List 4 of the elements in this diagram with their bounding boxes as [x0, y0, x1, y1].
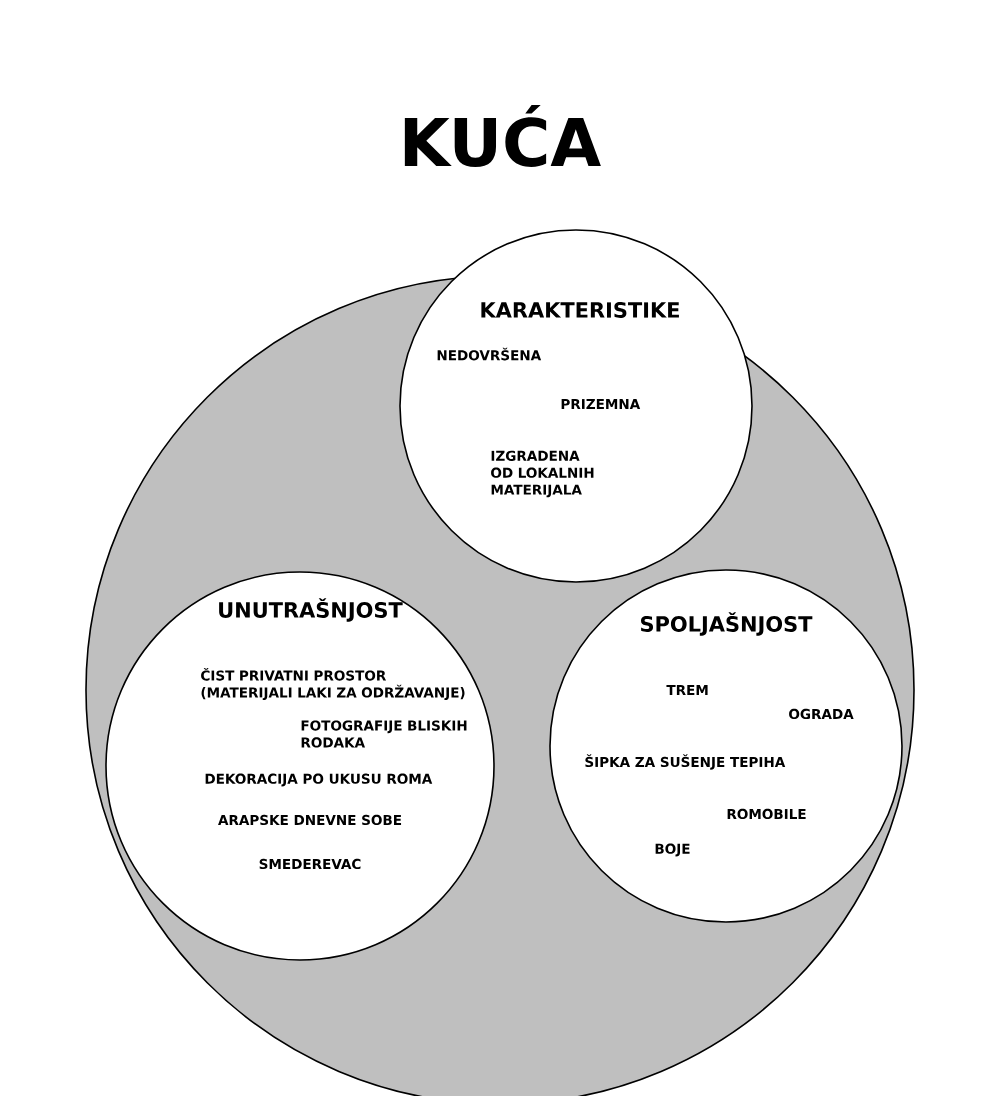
circle-heading: UNUTRAŠNJOST: [219, 598, 403, 622]
title: KUĆA: [404, 105, 601, 167]
circle-heading: SPOLJAŠNJOST: [641, 612, 813, 636]
circle-heading: KARAKTERISTIKE: [481, 302, 679, 318]
